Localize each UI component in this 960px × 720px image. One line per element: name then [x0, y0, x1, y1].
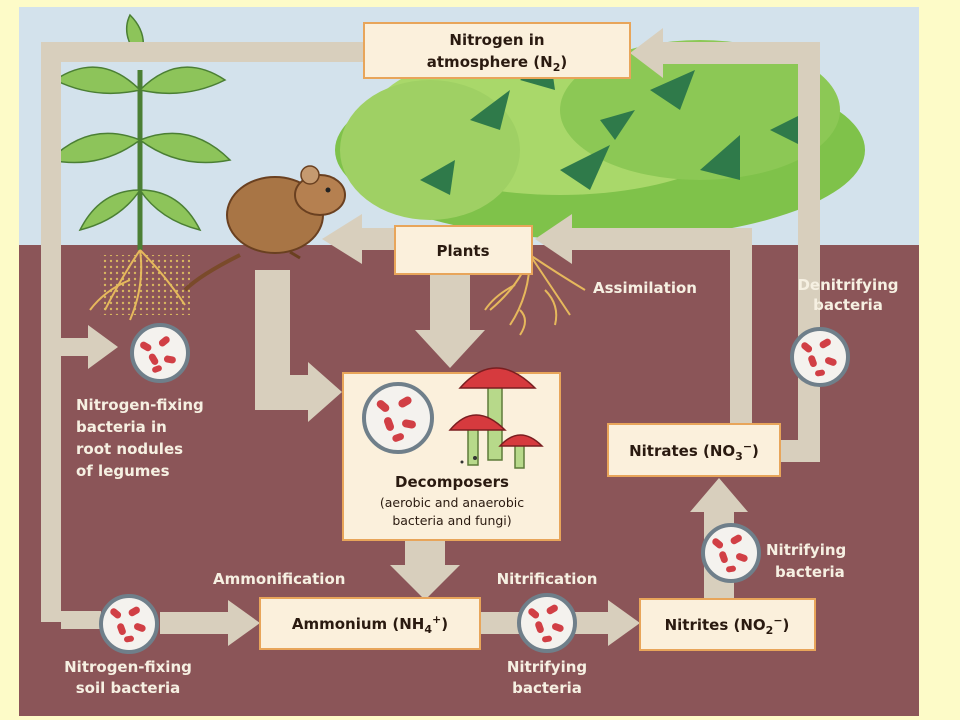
node-ammonium: Ammonium (NH4+) [259, 597, 481, 650]
nitrifying-right-label-line2: bacteria [775, 563, 845, 581]
denitrifying-label-line1: Denitrifying [797, 276, 898, 294]
decomposers-desc-line2: bacteria and fungi) [392, 513, 511, 528]
legume-bacteria-label-line1: Nitrogen-fixing [76, 396, 204, 414]
atmosphere-line1: Nitrogen in [449, 31, 544, 49]
legume-bacteria-label-line4: of legumes [76, 462, 170, 480]
bacteria-icon-decomposers [362, 382, 434, 454]
assimilation-label: Assimilation [593, 279, 697, 297]
assimilation-arrow-bar [730, 228, 752, 423]
left-loop-arrow-bar [41, 42, 61, 622]
decomposers-desc-line1: (aerobic and anaerobic [380, 495, 524, 510]
diagram-panel: Nitrogen in atmosphere (N2) Plants Decom… [19, 7, 919, 716]
ammonification-label: Ammonification [213, 570, 345, 588]
bacteria-icon-soil [99, 594, 159, 654]
nitrifying-bottom-label-line2: bacteria [512, 679, 582, 697]
node-nitrates: Nitrates (NO3−) [607, 423, 781, 477]
nitrifying-right-label-line1: Nitrifying [766, 541, 846, 559]
ammonium-label: Ammonium (NH4+) [292, 613, 448, 636]
top-loop-arrow-bar [41, 42, 366, 62]
arrow-to-atmosphere [630, 28, 663, 78]
legume-bacteria-label-line2: bacteria in [76, 418, 167, 436]
arrow-to-nitrates [690, 478, 748, 512]
arrow-to-legume-bacteria [88, 325, 118, 369]
mouse-illustration [183, 165, 346, 292]
arrow-plants-to-animal [322, 214, 362, 264]
arrow-to-nitrites [608, 600, 640, 646]
bacteria-icon-legumes [130, 323, 190, 383]
nitrifying-bottom-label-line1: Nitrifying [507, 658, 587, 676]
node-nitrites: Nitrites (NO2−) [639, 598, 816, 651]
mushroom-illustration [448, 367, 544, 469]
arrow-to-plants [535, 214, 572, 264]
bacteria-icon-nitrifying-bottom [517, 593, 577, 653]
soil-bacteria-label-line1: Nitrogen-fixing [64, 658, 192, 676]
nitrification-label: Nitrification [497, 570, 598, 588]
bacteria-icon-denitrifying [790, 327, 850, 387]
nitrites-label: Nitrites (NO2−) [665, 614, 790, 637]
legume-plant-illustration [48, 13, 232, 321]
arrow-to-ammonium [228, 600, 260, 646]
arrow-decomposers-to-ammonium [390, 565, 460, 600]
cycle-arrows [41, 28, 820, 646]
arrow-animal-to-decomposers [308, 362, 342, 422]
atmosphere-line2: atmosphere (N2) [427, 53, 567, 74]
denitrifying-label-line2: bacteria [813, 296, 883, 314]
soil-bacteria-label-line2: soil bacteria [76, 679, 181, 697]
nitrates-label: Nitrates (NO3−) [629, 440, 759, 463]
legume-bacteria-label-line3: root nodules [76, 440, 183, 458]
plants-label: Plants [436, 242, 489, 260]
node-atmosphere: Nitrogen in atmosphere (N2) [363, 22, 631, 79]
decomposers-title: Decomposers [395, 473, 509, 491]
arrow-plants-to-decomposers [415, 330, 485, 368]
denitrification-arrow-bar [798, 42, 820, 462]
node-decomposers: Decomposers (aerobic and anaerobic bacte… [342, 367, 561, 541]
bacteria-icon-nitrifying-right [701, 523, 761, 583]
node-plants: Plants [394, 225, 533, 275]
